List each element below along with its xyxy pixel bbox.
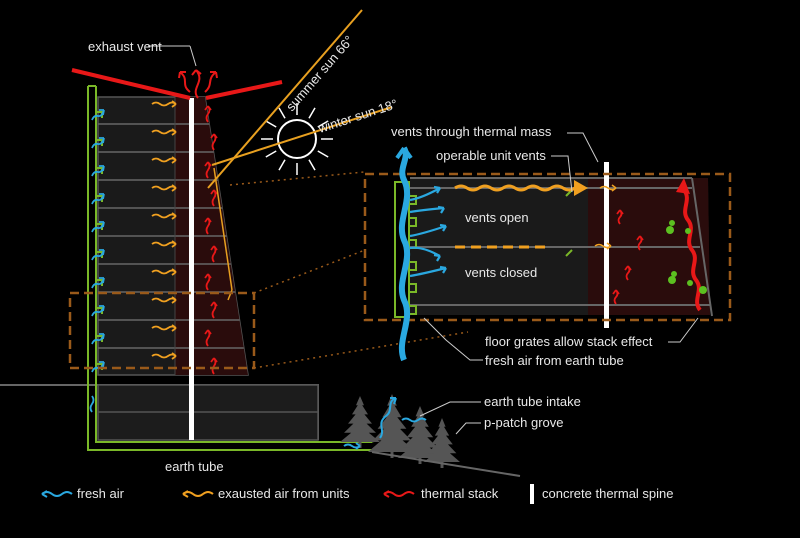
tower	[97, 96, 249, 376]
callout-box	[363, 172, 732, 322]
summer-sun-ray	[207, 9, 363, 189]
vents-closed-label: vents closed	[465, 265, 537, 280]
summer-sun-label: summer sun 66°	[283, 33, 357, 114]
earth-tube-intake-arrow	[401, 417, 427, 423]
fresh-air-squiggle-icon	[41, 491, 73, 497]
concrete-thermal-spine	[189, 98, 194, 440]
winter-sun-ray	[211, 106, 393, 166]
vents-open-label: vents open	[465, 210, 529, 225]
fresh-air-from-earth-tube-label: fresh air from earth tube	[485, 353, 624, 368]
tower-floor-vents	[96, 111, 103, 370]
thermal-stack-riser	[682, 188, 702, 312]
exhausted-air-squiggle-icon	[182, 491, 214, 497]
sun-icon	[207, 9, 393, 301]
plant-icons	[666, 220, 707, 294]
operable-unit-vents-label: operable unit vents	[436, 148, 546, 163]
exhaust-vent-label: exhaust vent	[88, 39, 162, 54]
callout-spine	[604, 162, 609, 328]
earth-tube-intake-label: earth tube intake	[484, 394, 581, 409]
legend-fresh-air-label: fresh air	[77, 486, 125, 501]
legend-exhausted-air-label: exausted air from units	[218, 486, 350, 501]
legend-thermal-stack-label: thermal stack	[421, 486, 499, 501]
spine-bar-icon	[530, 484, 534, 504]
legend: fresh air exausted air from units therma…	[41, 484, 674, 504]
roof-exhaust	[71, 68, 283, 100]
callout-air-flows	[395, 146, 707, 362]
tower-air-flows	[91, 100, 218, 375]
vents-through-thermal-mass-label: vents through thermal mass	[391, 124, 552, 139]
legend-spine-label: concrete thermal spine	[542, 486, 674, 501]
earth-tube-label: earth tube	[165, 459, 224, 474]
earth-tube-riser	[398, 146, 411, 362]
thermal-stack-squiggle-icon	[383, 491, 415, 497]
p-patch-grove-label: p-patch grove	[484, 415, 564, 430]
tower-detail-box	[68, 291, 256, 370]
exhaust-arrow-icon	[191, 69, 202, 99]
podium	[0, 384, 319, 441]
winter-sun-label: winter sun 18°	[315, 96, 399, 136]
floor-grates-label: floor grates allow stack effect	[485, 334, 653, 349]
